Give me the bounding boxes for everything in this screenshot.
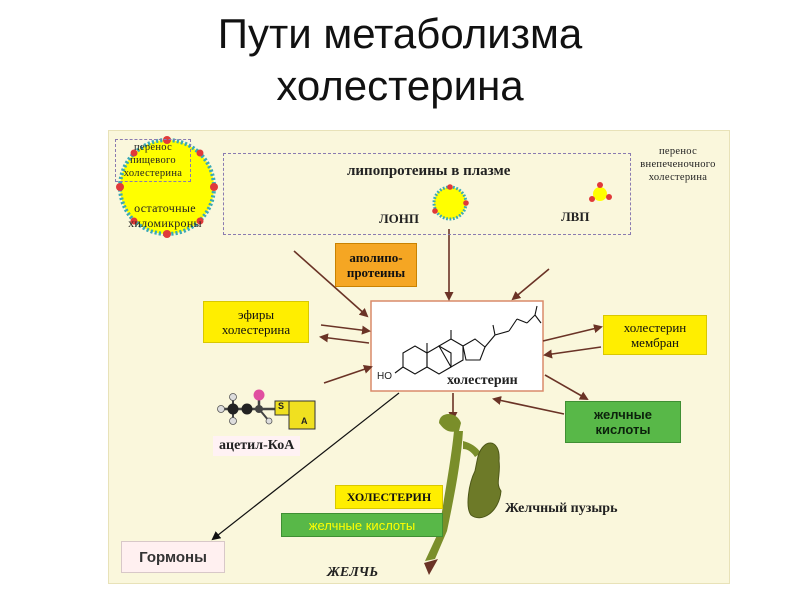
bile-acids-right-line-1: желчные	[594, 407, 652, 422]
membrane-cholesterol-line-1: холестерин	[623, 320, 687, 335]
apolipoproteins-line-2: протеины	[346, 265, 406, 280]
transfer-extrahepatic-line-3: холестерина	[648, 172, 708, 183]
cholesterol-esters-line-2: холестерина	[221, 322, 291, 337]
slide-title: Пути метаболизма холестерина	[0, 8, 800, 112]
acetyl-coa-label: ацетил-КоА	[213, 436, 301, 456]
transfer-food-line-3: холестерина	[123, 168, 183, 179]
lvp-particle-icon	[589, 182, 612, 202]
residual-chylomicrons-line-2: хиломикроны	[128, 216, 202, 230]
transfer-food-cholesterol-label: перенос пищевого холестерина	[115, 139, 191, 182]
bile-duct-icon	[424, 414, 481, 575]
cholesterol-label: холестерин	[447, 373, 518, 388]
plasma-lipoproteins-label: липопротеины в плазме	[347, 163, 511, 179]
coa-s-label: S	[278, 401, 285, 411]
bile-acids-right-box: желчные кислоты	[565, 401, 681, 443]
hormones-box: Гормоны	[121, 541, 225, 573]
cholesterol-esters-box: эфиры холестерина	[203, 301, 309, 343]
cholesterol-metabolism-diagram: перенос пищевого холестерина остаточные …	[108, 130, 730, 584]
apolipoproteins-line-1: аполипо-	[349, 250, 403, 265]
lonp-particle-icon	[432, 184, 469, 221]
apolipoproteins-box: аполипо- протеины	[335, 243, 417, 287]
membrane-cholesterol-line-2: мембран	[630, 335, 680, 350]
transfer-extrahepatic-line-2: внепеченочного	[640, 159, 716, 170]
cholesterol-box	[370, 300, 544, 392]
membrane-cholesterol-box: холестерин мембран	[603, 315, 707, 355]
gallbladder-icon	[467, 442, 502, 519]
coa-a-label: A	[301, 416, 308, 426]
transfer-extrahepatic-cholesterol-label: перенос внепеченочного холестерина	[631, 145, 725, 184]
bile-acids-bottom-box: желчные кислоты	[281, 513, 443, 537]
plasma-lipoproteins-box	[223, 153, 631, 235]
ho-label: HO	[377, 371, 392, 382]
title-line-1: Пути метаболизма	[217, 10, 583, 57]
transfer-food-line-1: перенос	[133, 142, 173, 153]
cholesterol-structure-icon	[394, 305, 542, 375]
residual-chylomicrons-label: остаточные хиломикроны	[113, 201, 217, 231]
cholesterol-caps-box: ХОЛЕСТЕРИН	[335, 485, 443, 509]
cholesterol-esters-line-1: эфиры	[237, 307, 275, 322]
hormones-arrow	[211, 392, 400, 541]
lonp-label: ЛОНП	[379, 211, 420, 226]
transfer-extrahepatic-line-1: перенос	[658, 146, 698, 157]
residual-chylomicrons-line-1: остаточные	[134, 201, 196, 215]
transfer-food-line-2: пищевого	[130, 155, 176, 166]
title-line-2: холестерина	[276, 62, 524, 109]
pathway-arrows	[293, 229, 603, 421]
acetyl-coa-molecule-icon	[217, 389, 316, 430]
bile-acids-right-line-2: кислоты	[595, 422, 651, 437]
gallbladder-label: Желчный пузырь	[505, 501, 618, 516]
bile-label: ЖЕЛЧЬ	[327, 565, 379, 580]
lvp-label: ЛВП	[561, 209, 590, 224]
